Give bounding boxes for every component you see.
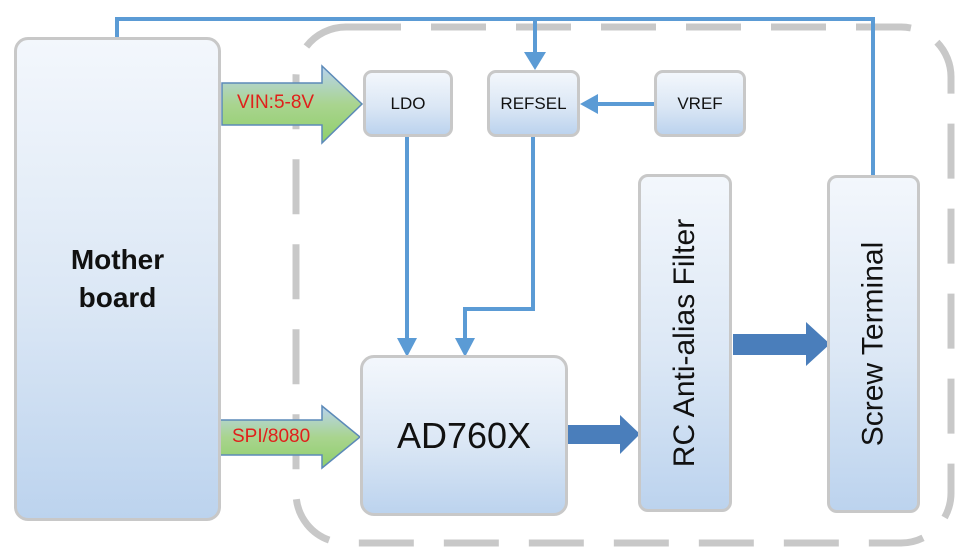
adc-label: AD760X	[396, 414, 532, 456]
motherboard-label: Mother board	[70, 244, 165, 313]
terminal-label: Screw Terminal	[856, 241, 890, 447]
vref-label: VREF	[677, 93, 723, 113]
refsel-wire	[463, 137, 535, 340]
refsel-arrowhead	[455, 338, 475, 357]
filter-label: RC Anti-alias Filter	[668, 218, 701, 468]
terminal-block: Screw Terminal	[827, 175, 920, 513]
refsel-select-arrowhead	[524, 52, 546, 70]
ldo-arrowhead	[397, 338, 417, 357]
bus-arrow	[217, 404, 362, 470]
refsel-label: REFSEL	[500, 93, 567, 113]
power-signal-label: VIN:5-8V	[237, 92, 315, 113]
ldo-block: LDO	[363, 70, 453, 137]
filter-block: RC Anti-alias Filter	[638, 174, 732, 512]
vref-arrowhead	[580, 94, 598, 114]
ldo-label: LDO	[390, 93, 426, 113]
adc-block: AD760X	[360, 355, 568, 516]
refsel-block: REFSEL	[487, 70, 580, 137]
vref-block: VREF	[654, 70, 746, 137]
bus-signal-label: SPI/8080	[232, 426, 311, 447]
adc-to-filter-arrow	[567, 415, 640, 454]
motherboard-block: Mother board	[14, 37, 221, 521]
feedback-wire	[115, 17, 875, 178]
power-arrow	[221, 64, 364, 145]
module-boundary	[292, 23, 955, 547]
filter-to-terminal-arrow	[733, 322, 830, 366]
